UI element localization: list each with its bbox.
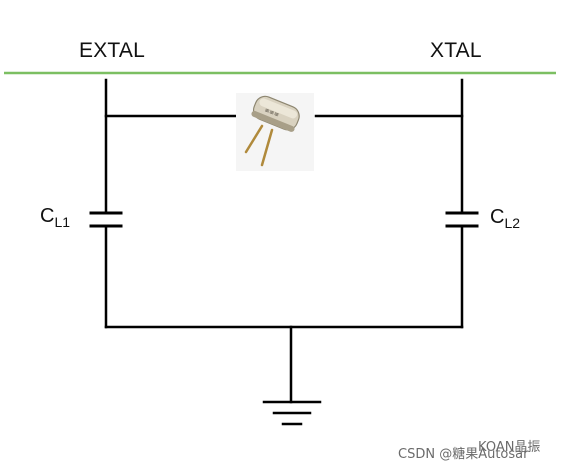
xtal-label: XTAL bbox=[430, 39, 482, 62]
cap-l1-label-sub: L1 bbox=[54, 214, 71, 230]
cap-l1-label-main: C bbox=[40, 205, 55, 227]
cap-l2-label: CL2 bbox=[490, 206, 520, 231]
cap-l2-label-main: C bbox=[490, 206, 505, 228]
extal-label: EXTAL bbox=[79, 39, 145, 62]
watermark-right: KOAN晶振 bbox=[478, 440, 541, 455]
cap-l1-label: CL1 bbox=[40, 205, 70, 230]
cap-l2-label-sub: L2 bbox=[504, 215, 521, 231]
crystal-icon: ≡≡≡ bbox=[236, 93, 314, 171]
watermark-left: CSDN @糖果Autosar bbox=[398, 447, 529, 462]
